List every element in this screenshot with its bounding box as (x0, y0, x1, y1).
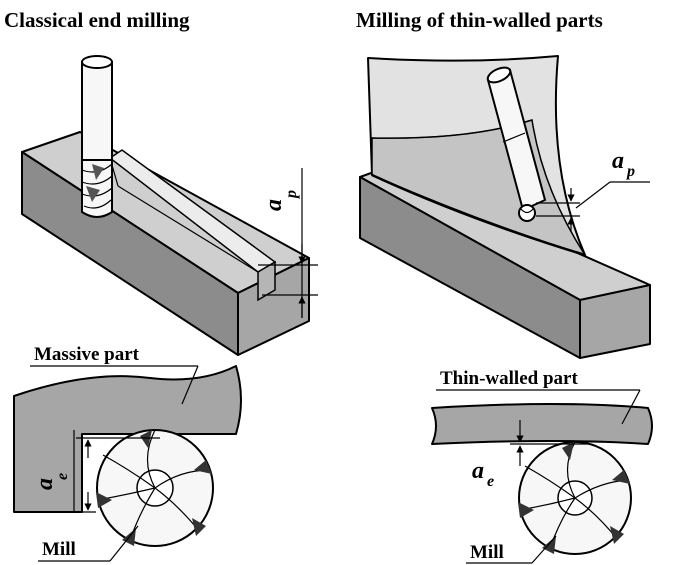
thin-walled-part-label: Thin-walled part (440, 368, 578, 389)
right-title: Milling of thin-walled parts (356, 8, 603, 32)
ae-symbol-left: a (32, 478, 58, 490)
massive-part-section (13, 365, 242, 513)
thin-walled-part-isometric (359, 55, 651, 359)
ap-symbol-left: a (261, 199, 287, 211)
mill-label-right: Mill (470, 542, 504, 563)
mill-label-left: Mill (42, 539, 76, 560)
massive-block-isometric (21, 131, 310, 356)
ball-end-mill-tool (486, 66, 547, 222)
ae-subscript-right: e (487, 473, 494, 490)
axial-depth-dimension-left: a p (258, 168, 318, 318)
radial-depth-dimension-left: a e (32, 437, 160, 513)
massive-part-label: Massive part (34, 344, 140, 365)
ae-subscript-left: e (54, 473, 71, 480)
thin-wall-section (431, 403, 653, 445)
radial-depth-dimension-right: a e (472, 420, 590, 490)
mill-cross-section-right (518, 441, 632, 555)
ap-subscript-right: p (625, 163, 635, 180)
axial-depth-dimension-right: a p (536, 148, 650, 232)
ap-subscript-left: p (283, 190, 300, 200)
left-title: Classical end milling (4, 8, 190, 32)
end-mill-tool (81, 55, 113, 218)
ap-symbol-right: a (612, 148, 624, 174)
mill-cross-section-left (96, 429, 214, 547)
ae-symbol-right: a (472, 458, 484, 484)
